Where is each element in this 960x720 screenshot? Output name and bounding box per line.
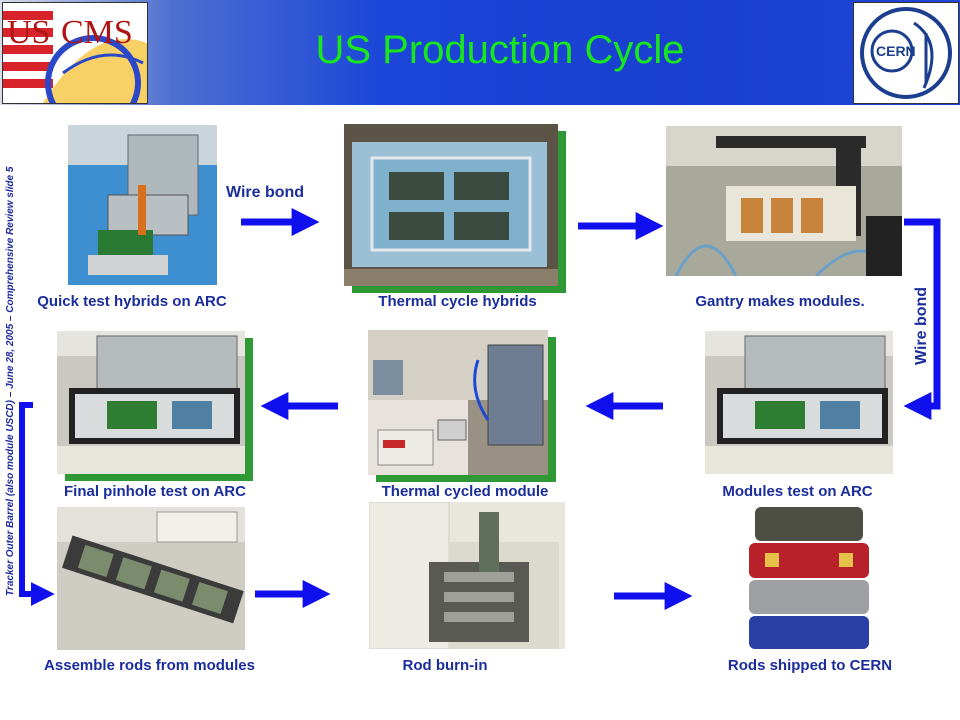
caption-gantry-makes-modules: Gantry makes modules. (695, 293, 865, 310)
svg-text:CMS: CMS (61, 14, 133, 51)
wire-bond-label-top: Wire bond (226, 184, 305, 201)
caption-modules-test: Modules test on ARC (722, 483, 873, 500)
uscms-logo: US CMS (2, 2, 148, 104)
svg-text:CERN: CERN (876, 43, 916, 59)
cern-logo: CERN (853, 2, 959, 104)
photo-quick-test-hybrids (68, 125, 217, 285)
caption-rods-shipped: Rods shipped to CERN (727, 657, 893, 674)
photo-shipping-cases (745, 505, 873, 651)
photo-rod-burn-in (369, 502, 565, 649)
arrow-pinhole-to-assemble (19, 402, 55, 606)
photo-final-pinhole-test (57, 331, 245, 474)
caption-thermal-cycled-module: Thermal cycled module (381, 483, 549, 500)
photo-thermal-cycle-hybrids (344, 124, 558, 286)
caption-final-pinhole-test: Final pinhole test on ARC (64, 483, 246, 500)
photo-modules-test (705, 331, 893, 474)
wire-bond-label-right: Wire bond (913, 286, 930, 365)
caption-rod-burn-in: Rod burn-in (402, 657, 488, 674)
header-bar (0, 0, 960, 105)
photo-gantry (666, 126, 902, 276)
caption-thermal-cycle-hybrids: Thermal cycle hybrids (378, 293, 537, 310)
photo-thermal-cycled-module (368, 330, 548, 475)
photo-assemble-rods (57, 507, 245, 650)
caption-quick-test-hybrids: Quick test hybrids on ARC (37, 293, 227, 310)
arrow-gantry-to-modules-test (903, 218, 941, 420)
page-title: US Production Cycle (315, 28, 685, 72)
caption-assemble-rods: Assemble rods from modules (44, 657, 255, 674)
uscms-logo-text-us: US (7, 14, 50, 51)
